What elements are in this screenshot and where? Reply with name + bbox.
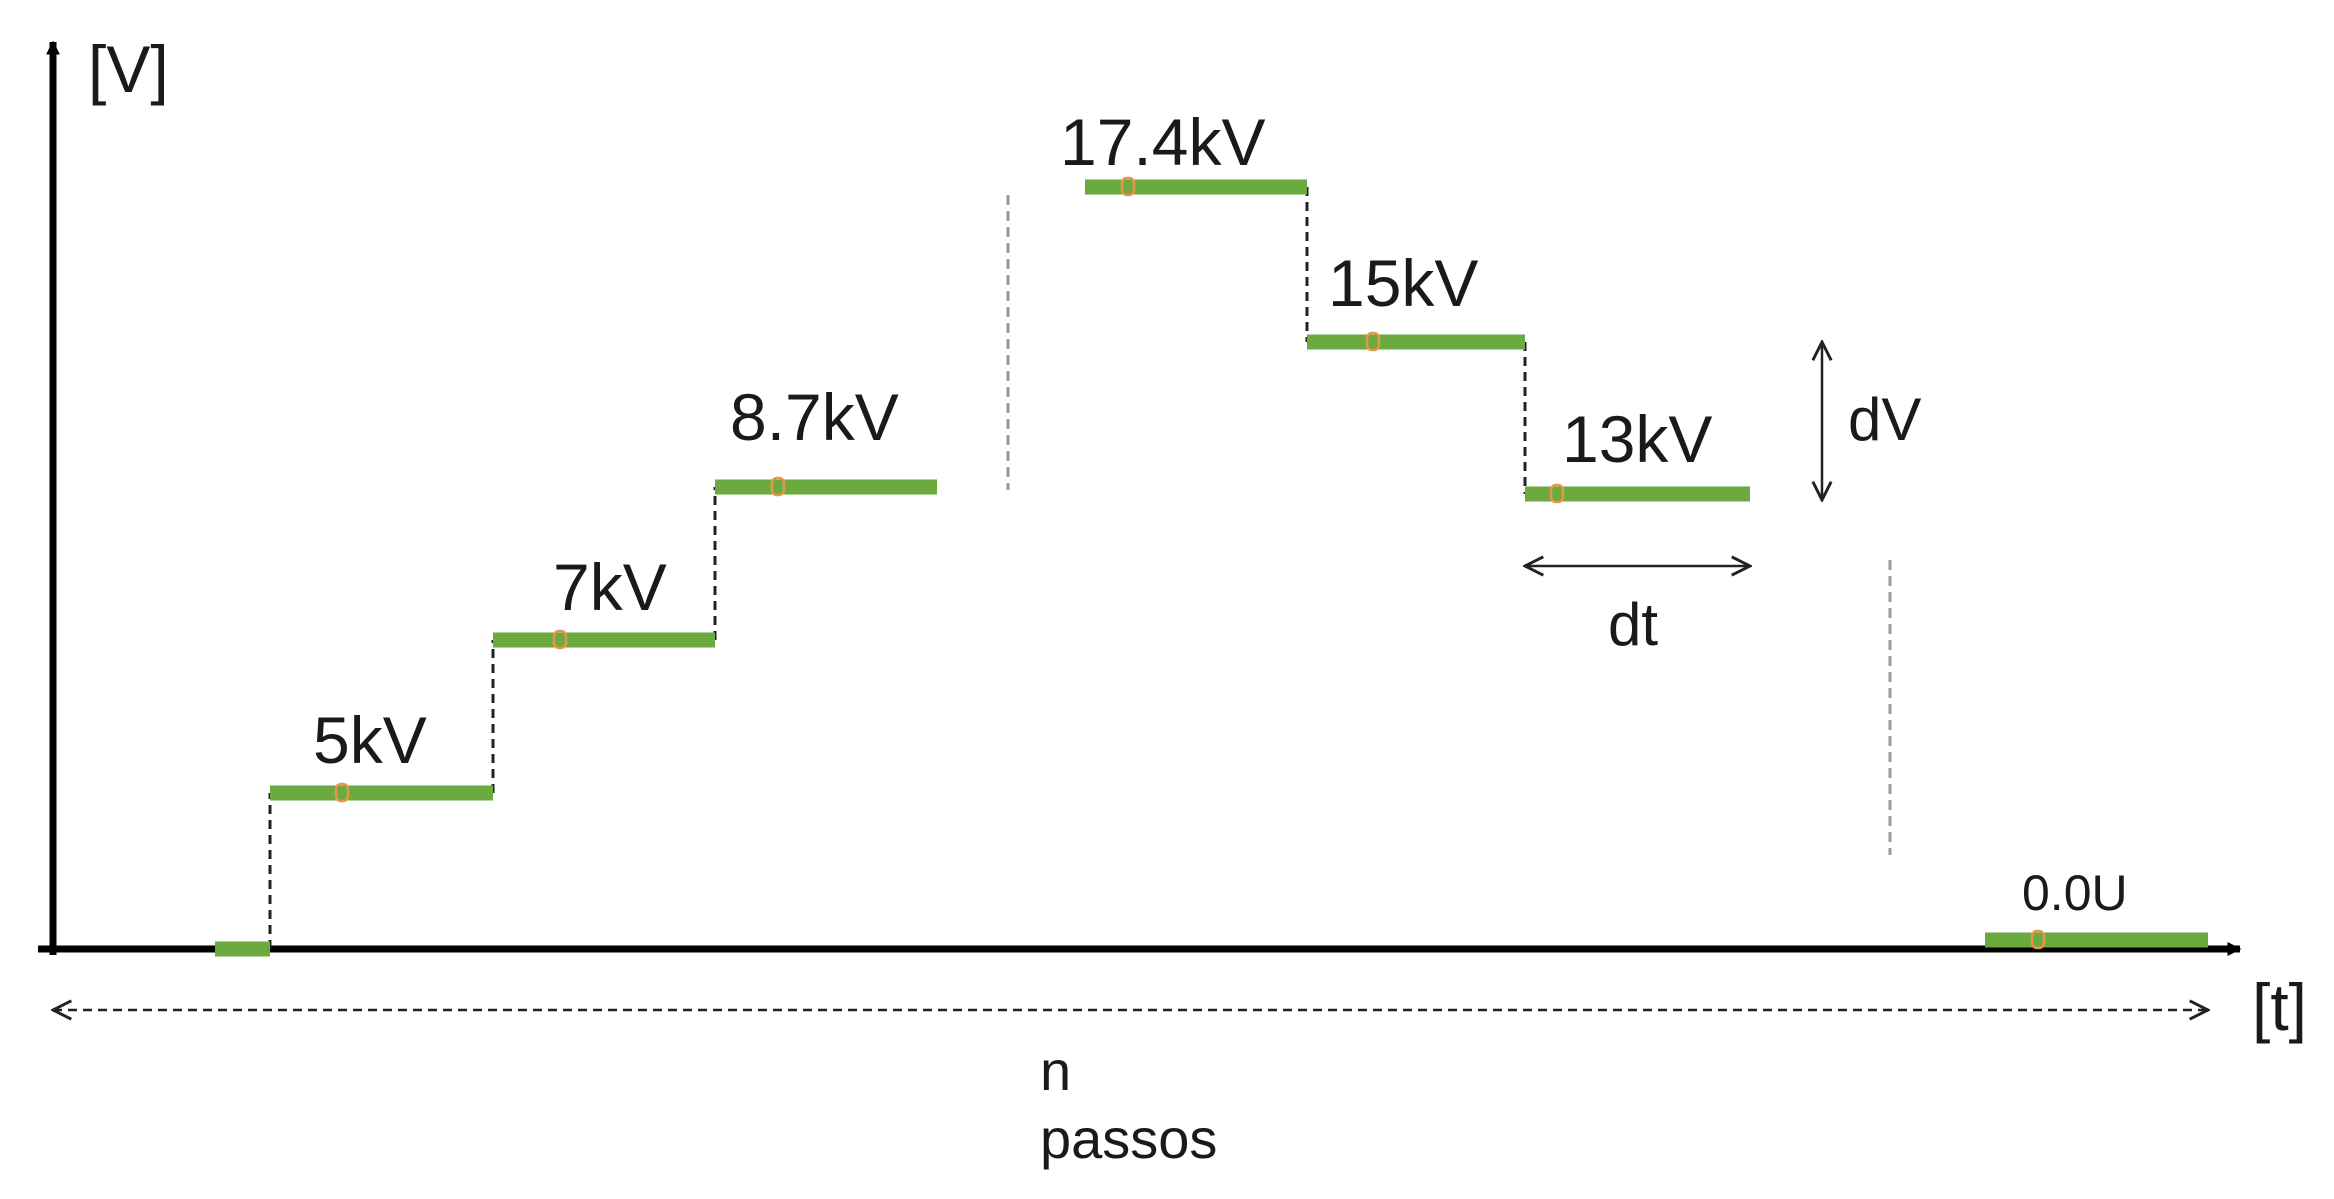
step-marker-3 (770, 476, 786, 497)
step-label-3: 8.7kV (730, 380, 899, 454)
step-label-7: 0.0U (2022, 865, 2128, 921)
steps-label: passos (1040, 1107, 1217, 1170)
step-marker-2 (552, 629, 568, 650)
n-label: n (1040, 1039, 1071, 1102)
y-axis-label: [V] (88, 32, 169, 106)
step-marker-5 (1365, 331, 1381, 352)
step-marker-1 (334, 782, 350, 803)
step-marker-7 (2030, 929, 2046, 950)
dt-label: dt (1608, 591, 1658, 658)
step-label-2: 7kV (553, 550, 667, 624)
step-label-6: 13kV (1562, 402, 1712, 476)
step-marker-4 (1120, 176, 1136, 197)
step-layer: 5kV 7kV 8.7kV 17.4kV 15kV 13kV 0.0U (215, 105, 2208, 957)
step-connectors (268, 187, 1527, 949)
step-marker-6 (1549, 483, 1565, 504)
step-label-1: 5kV (313, 703, 427, 777)
x-axis-label: [t] (2252, 970, 2307, 1044)
dv-label: dV (1848, 386, 1921, 453)
step-label-4: 17.4kV (1060, 105, 1265, 179)
step-label-5: 15kV (1328, 246, 1478, 320)
